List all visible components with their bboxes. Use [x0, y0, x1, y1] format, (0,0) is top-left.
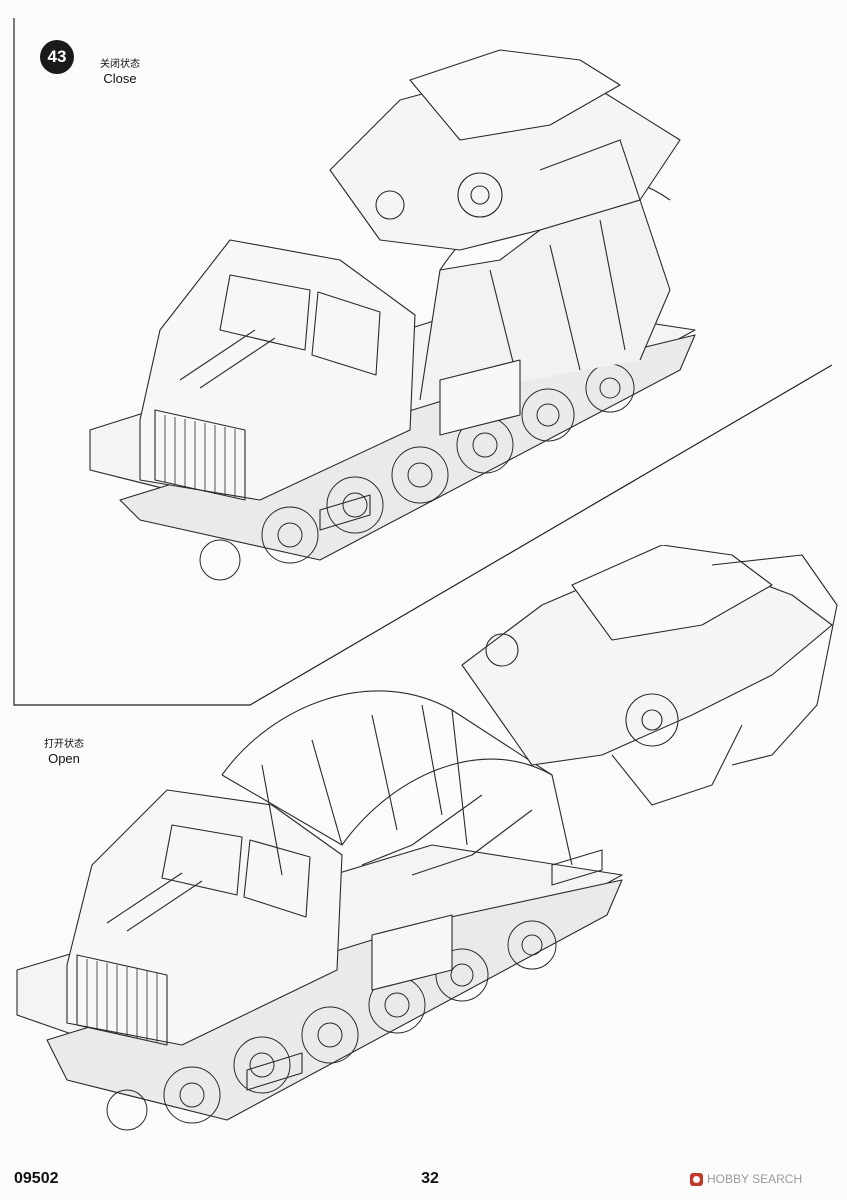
vehicle-illustration-close — [89, 49, 696, 581]
watermark: HOBBY SEARCH — [690, 1172, 802, 1186]
state-label-close: 关闭状态 Close — [96, 58, 144, 86]
state-label-open-cn: 打开状态 — [44, 739, 84, 750]
step-number-badge: 43 — [40, 40, 74, 74]
watermark-text: HOBBY SEARCH — [707, 1172, 803, 1186]
vehicle-illustration-open — [16, 545, 838, 1131]
state-label-open: 打开状态 Open — [40, 738, 88, 766]
state-label-close-en: Close — [103, 71, 137, 86]
page-number: 32 — [421, 1170, 439, 1187]
state-label-close-cn: 关闭状态 — [100, 59, 140, 70]
state-label-open-en: Open — [48, 751, 80, 766]
product-code: 09502 — [14, 1170, 59, 1187]
watermark-logo-icon — [690, 1172, 703, 1186]
